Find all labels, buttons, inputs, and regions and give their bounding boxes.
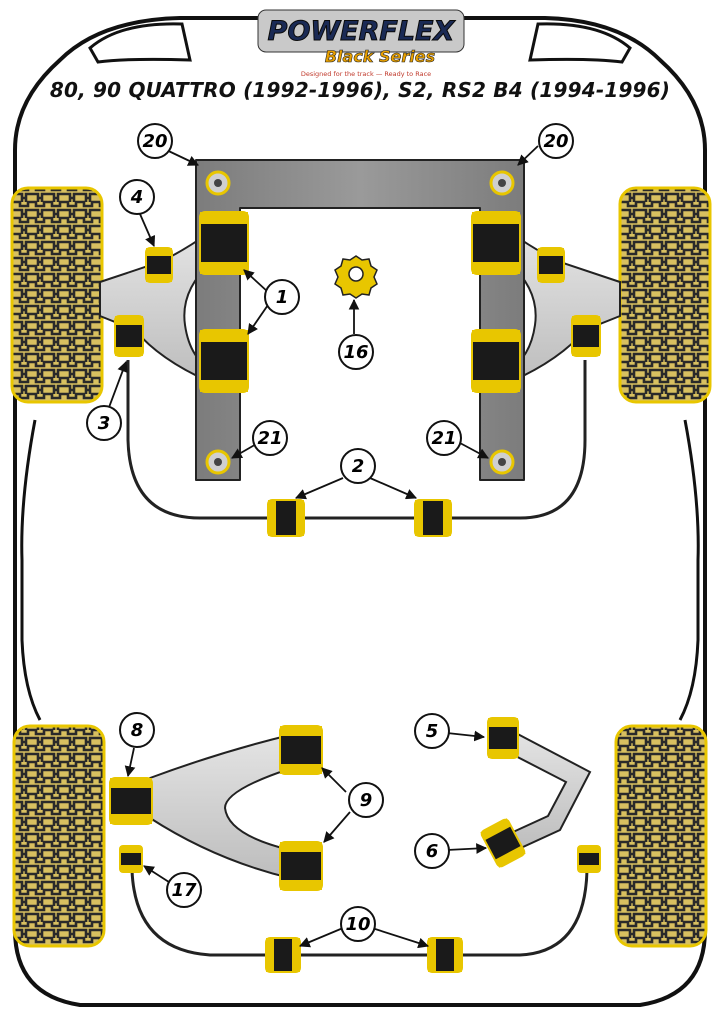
rear-left-tyre xyxy=(12,724,106,948)
front-anti-roll-bar-bushes xyxy=(267,499,452,537)
callout-6: 6 xyxy=(414,833,450,869)
front-wishbone-bushes xyxy=(199,211,521,393)
callout-10: 10 xyxy=(340,906,376,942)
svg-text:21: 21 xyxy=(257,428,282,449)
callout-1: 1 xyxy=(264,279,300,315)
svg-text:8: 8 xyxy=(131,720,144,741)
logo-series-text: Black Series xyxy=(325,47,435,66)
svg-text:3: 3 xyxy=(98,413,111,434)
svg-text:9: 9 xyxy=(360,790,373,811)
svg-text:10: 10 xyxy=(345,914,370,935)
svg-text:2: 2 xyxy=(352,456,365,477)
svg-text:20: 20 xyxy=(142,131,167,152)
svg-text:4: 4 xyxy=(130,187,144,208)
rear-left-wishbone xyxy=(109,725,323,891)
front-outer-small-bushes xyxy=(114,247,601,357)
callout-20-left: 20 xyxy=(137,123,173,159)
svg-text:5: 5 xyxy=(426,721,439,742)
callout-21-left: 21 xyxy=(252,420,288,456)
svg-text:1: 1 xyxy=(276,287,289,308)
svg-text:21: 21 xyxy=(431,428,456,449)
leader-lines xyxy=(107,145,539,949)
rear-right-tyre xyxy=(614,724,708,948)
rear-anti-roll-bar xyxy=(130,869,589,957)
callout-5: 5 xyxy=(414,713,450,749)
rear-anti-roll-bar-bushes xyxy=(265,937,463,973)
gearbox-mount-bush xyxy=(334,255,378,299)
front-right-tyre xyxy=(618,186,712,404)
callouts: 20 20 4 1 16 3 21 21 2 8 5 9 6 17 10 xyxy=(86,123,574,942)
callout-3: 3 xyxy=(86,405,122,441)
svg-text:16: 16 xyxy=(343,342,368,363)
front-left-tyre xyxy=(10,186,104,404)
logo-brand-text: POWERFLEX xyxy=(268,16,456,47)
svg-text:6: 6 xyxy=(426,841,439,862)
vehicle-title: 80, 90 QUATTRO (1992-1996), S2, RS2 B4 (… xyxy=(49,78,671,102)
callout-2: 2 xyxy=(340,448,376,484)
rear-right-trailing-link xyxy=(480,717,601,873)
callout-9: 9 xyxy=(348,782,384,818)
logo-tagline: Designed for the track — Ready to Race xyxy=(301,70,431,78)
callout-16: 16 xyxy=(338,334,374,370)
svg-text:20: 20 xyxy=(543,131,568,152)
svg-text:17: 17 xyxy=(171,880,197,901)
callout-4: 4 xyxy=(119,179,155,215)
front-subframe xyxy=(195,159,525,481)
callout-20-right: 20 xyxy=(538,123,574,159)
front-anti-roll-bar xyxy=(126,360,587,520)
powerflex-logo: POWERFLEX Black Series Designed for the … xyxy=(257,9,465,78)
callout-21-right: 21 xyxy=(426,420,462,456)
callout-8: 8 xyxy=(119,712,155,748)
callout-17: 17 xyxy=(166,872,202,908)
